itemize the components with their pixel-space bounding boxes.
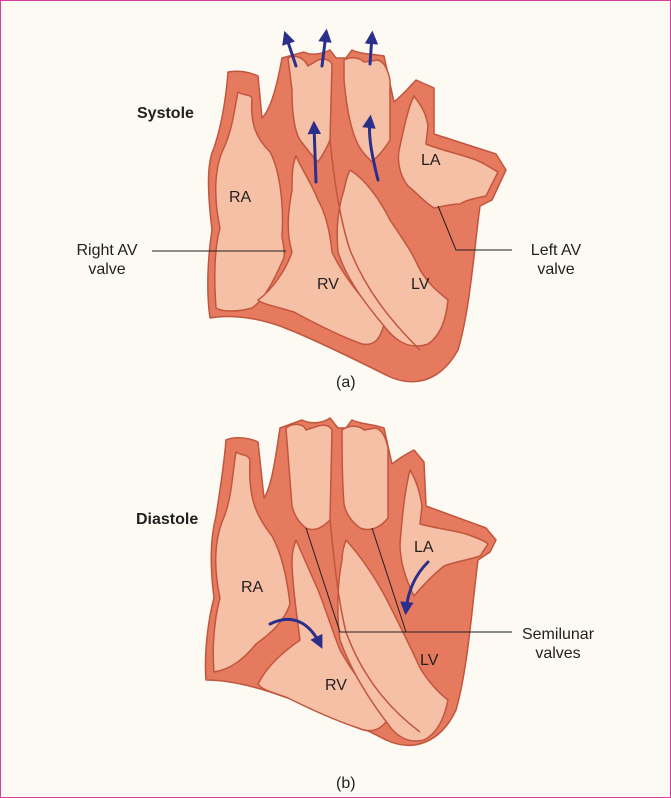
systole-arrow-left-outflow <box>370 36 372 64</box>
systole-label-la: LA <box>421 151 441 170</box>
left-av-valve-label-line1: Left AV <box>514 241 598 260</box>
diastole-title: Diastole <box>136 510 198 529</box>
diastole-aorta <box>342 426 388 529</box>
systole-label-ra: RA <box>229 188 251 207</box>
right-av-valve-label: Right AV valve <box>60 241 154 279</box>
systole-title: Systole <box>137 104 194 123</box>
systole-arrow-rv-up <box>314 126 316 182</box>
systole-label-lv: LV <box>411 275 429 294</box>
left-av-valve-label: Left AV valve <box>514 241 598 279</box>
semilunar-valves-label: Semilunar valves <box>512 625 604 663</box>
diastole-label-rv: RV <box>325 676 347 695</box>
diastole-caption: (b) <box>336 774 356 793</box>
systole-heart <box>208 50 506 382</box>
diastole-label-ra: RA <box>241 578 263 597</box>
systole-label-rv: RV <box>317 275 339 294</box>
semilunar-valves-label-line2: valves <box>512 644 604 663</box>
right-av-valve-label-line1: Right AV <box>60 241 154 260</box>
diastole-label-lv: LV <box>420 651 438 670</box>
right-av-valve-label-line2: valve <box>60 260 154 279</box>
systole-caption: (a) <box>336 373 356 392</box>
diastole-label-la: LA <box>414 538 434 557</box>
left-av-valve-label-line2: valve <box>514 260 598 279</box>
semilunar-valves-label-line1: Semilunar <box>512 625 604 644</box>
